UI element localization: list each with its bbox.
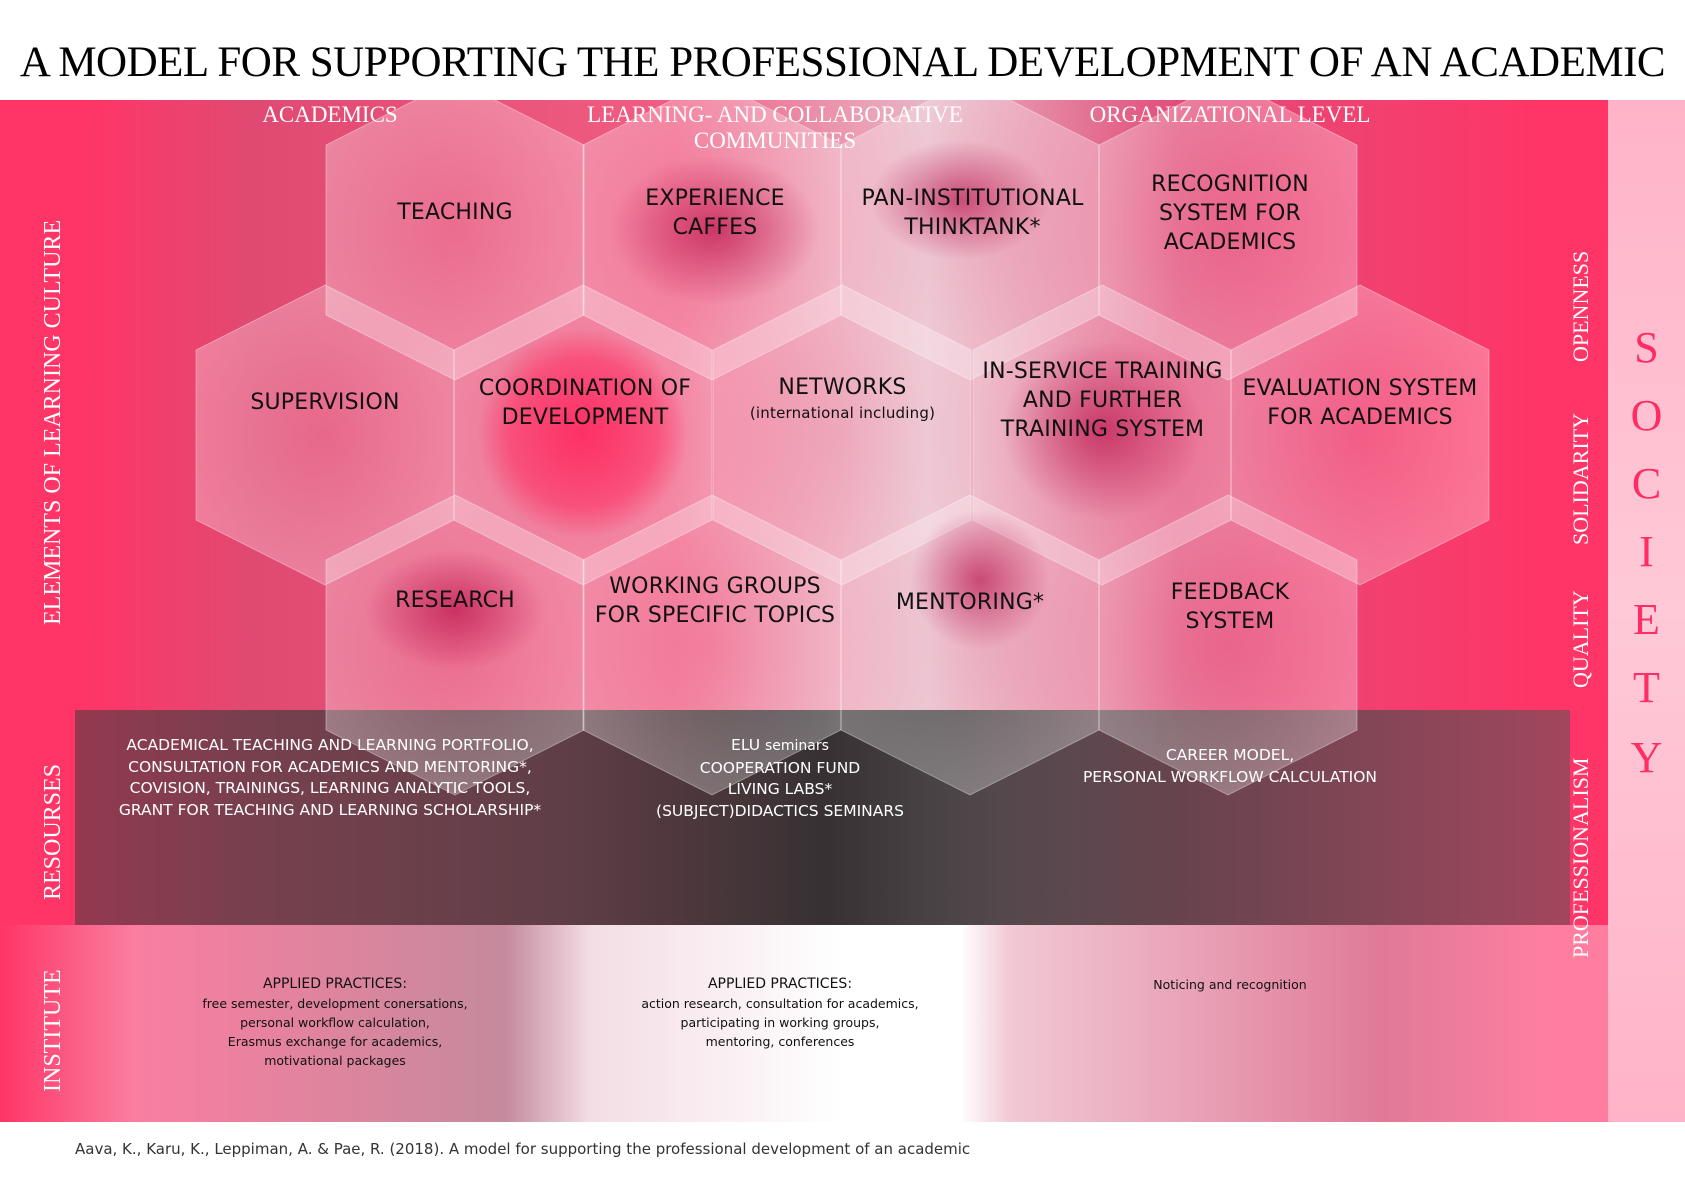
resources-academics: ACADEMICAL TEACHING AND LEARNING PORTFOL… <box>90 735 570 821</box>
citation: Aava, K., Karu, K., Leppiman, A. & Pae, … <box>75 1140 971 1158</box>
hex-teaching: TEACHING <box>397 200 513 225</box>
column-header-academics: ACADEMICS <box>262 102 398 127</box>
hex-networks-subtitle: (international including) <box>749 404 936 422</box>
practices-heading: APPLIED PRACTICES: <box>262 976 408 992</box>
elu-seminars: seminars <box>765 738 829 754</box>
resource-line-elu: ELU seminars <box>600 735 960 758</box>
hex-research: RESEARCH <box>395 588 515 613</box>
hexagon-grid <box>195 100 1490 796</box>
hex-networks: NETWORKS (international including) <box>735 373 950 424</box>
practice-line: personal workflow calculation, <box>240 1015 430 1030</box>
society-letter: T <box>1633 663 1660 712</box>
hex-recognition: RECOGNITION SYSTEM FOR ACADEMICS <box>1151 172 1309 255</box>
hex-evaluation-system: EVALUATION SYSTEM FOR ACADEMICS <box>1242 376 1478 430</box>
hex-supervision: SUPERVISION <box>250 390 400 415</box>
resource-line: COOPERATION FUND <box>699 758 861 777</box>
resource-line: (SUBJECT)DIDACTICS SEMINARS <box>656 801 904 820</box>
society-letter: E <box>1633 595 1660 644</box>
hex-working-groups: WORKING GROUPS FOR SPECIFIC TOPICS <box>594 574 836 628</box>
value-solidarity: SOLIDARITY <box>1568 413 1593 545</box>
practices-academics: APPLIED PRACTICES: free semester, develo… <box>160 975 510 1070</box>
page-title: A MODEL FOR SUPPORTING THE PROFESSIONAL … <box>19 39 1666 86</box>
column-header-communities: LEARNING- AND COLLABORATIVE COMMUNITIES <box>587 102 963 153</box>
society-letter: O <box>1630 391 1663 440</box>
hexagon-cell <box>1230 284 1490 586</box>
resource-line: COVISION, TRAININGS, LEARNING ANALYTIC T… <box>129 779 531 797</box>
resource-line: ACADEMICAL TEACHING AND LEARNING PORTFOL… <box>126 736 534 754</box>
inservice-glow <box>1002 340 1202 520</box>
row-label-resources: RESOURSES <box>40 763 66 900</box>
resource-line: PERSONAL WORKFLOW CALCULATION <box>1082 767 1378 786</box>
value-quality: QUALITY <box>1568 590 1593 688</box>
practice-line: motivational packages <box>264 1053 406 1068</box>
value-openness: OPENNESS <box>1568 250 1593 362</box>
resources-communities: ELU seminars COOPERATION FUND LIVING LAB… <box>600 735 960 822</box>
resource-line: LIVING LABS* <box>727 780 833 798</box>
society-column <box>1608 100 1685 1122</box>
practice-line: Erasmus exchange for academics, <box>227 1034 443 1049</box>
society-letter: S <box>1634 323 1659 372</box>
research-glow <box>365 550 545 670</box>
resources-organizational: CAREER MODEL, PERSONAL WORKFLOW CALCULAT… <box>1040 745 1420 788</box>
resource-line: GRANT FOR TEACHING AND LEARNING SCHOLARS… <box>118 800 542 819</box>
hexagon-cell <box>1098 494 1358 796</box>
value-professionalism: PROFESSIONALISM <box>1568 757 1593 959</box>
hex-thinktank: PAN-INSTITUTIONAL THINKTANK* <box>861 186 1084 240</box>
institute-band <box>0 925 1685 1122</box>
society-letter: C <box>1631 459 1662 508</box>
column-header-organizational: ORGANIZATIONAL LEVEL <box>1089 102 1371 127</box>
hex-experience-caffes: EXPERIENCE CAFFES <box>645 186 785 240</box>
coordination-glow <box>478 328 688 538</box>
resource-line: CONSULTATION FOR ACADEMICS AND MENTORING… <box>128 757 532 776</box>
row-label-institute: INSTITUTE <box>40 969 66 1092</box>
thinktank-glow <box>870 140 1050 260</box>
society-letter: Y <box>1630 733 1663 782</box>
practice-line: action research, consultation for academ… <box>641 996 919 1011</box>
caffes-glow <box>610 155 820 305</box>
hex-coordination: COORDINATION OF DEVELOPMENT <box>478 376 692 430</box>
hex-glows <box>365 140 1202 670</box>
society-letter: I <box>1639 527 1654 576</box>
mentoring-glow <box>910 510 1050 650</box>
practice-line: Noticing and recognition <box>1153 977 1307 992</box>
practices-heading: APPLIED PRACTICES: <box>707 976 853 992</box>
hex-mentoring: MENTORING* <box>895 590 1045 615</box>
elu-label: ELU <box>731 736 761 754</box>
practice-line: mentoring, conferences <box>705 1034 855 1049</box>
resource-line: CAREER MODEL, <box>1165 746 1295 764</box>
hex-inservice-training: IN-SERVICE TRAINING AND FURTHER TRAINING… <box>982 359 1223 442</box>
practices-communities: APPLIED PRACTICES: action research, cons… <box>600 975 960 1051</box>
hex-feedback-system: FEEDBACK SYSTEM <box>1170 580 1290 634</box>
practices-organizational: Noticing and recognition <box>1080 975 1380 994</box>
diagram-board: ACADEMICS LEARNING- AND COLLABORATIVE CO… <box>0 100 1685 1122</box>
practice-line: free semester, development conersations, <box>202 996 468 1011</box>
practice-line: participating in working groups, <box>680 1015 880 1030</box>
row-label-elements: ELEMENTS OF LEARNING CULTURE <box>40 219 66 625</box>
hex-networks-title: NETWORKS <box>778 375 907 400</box>
